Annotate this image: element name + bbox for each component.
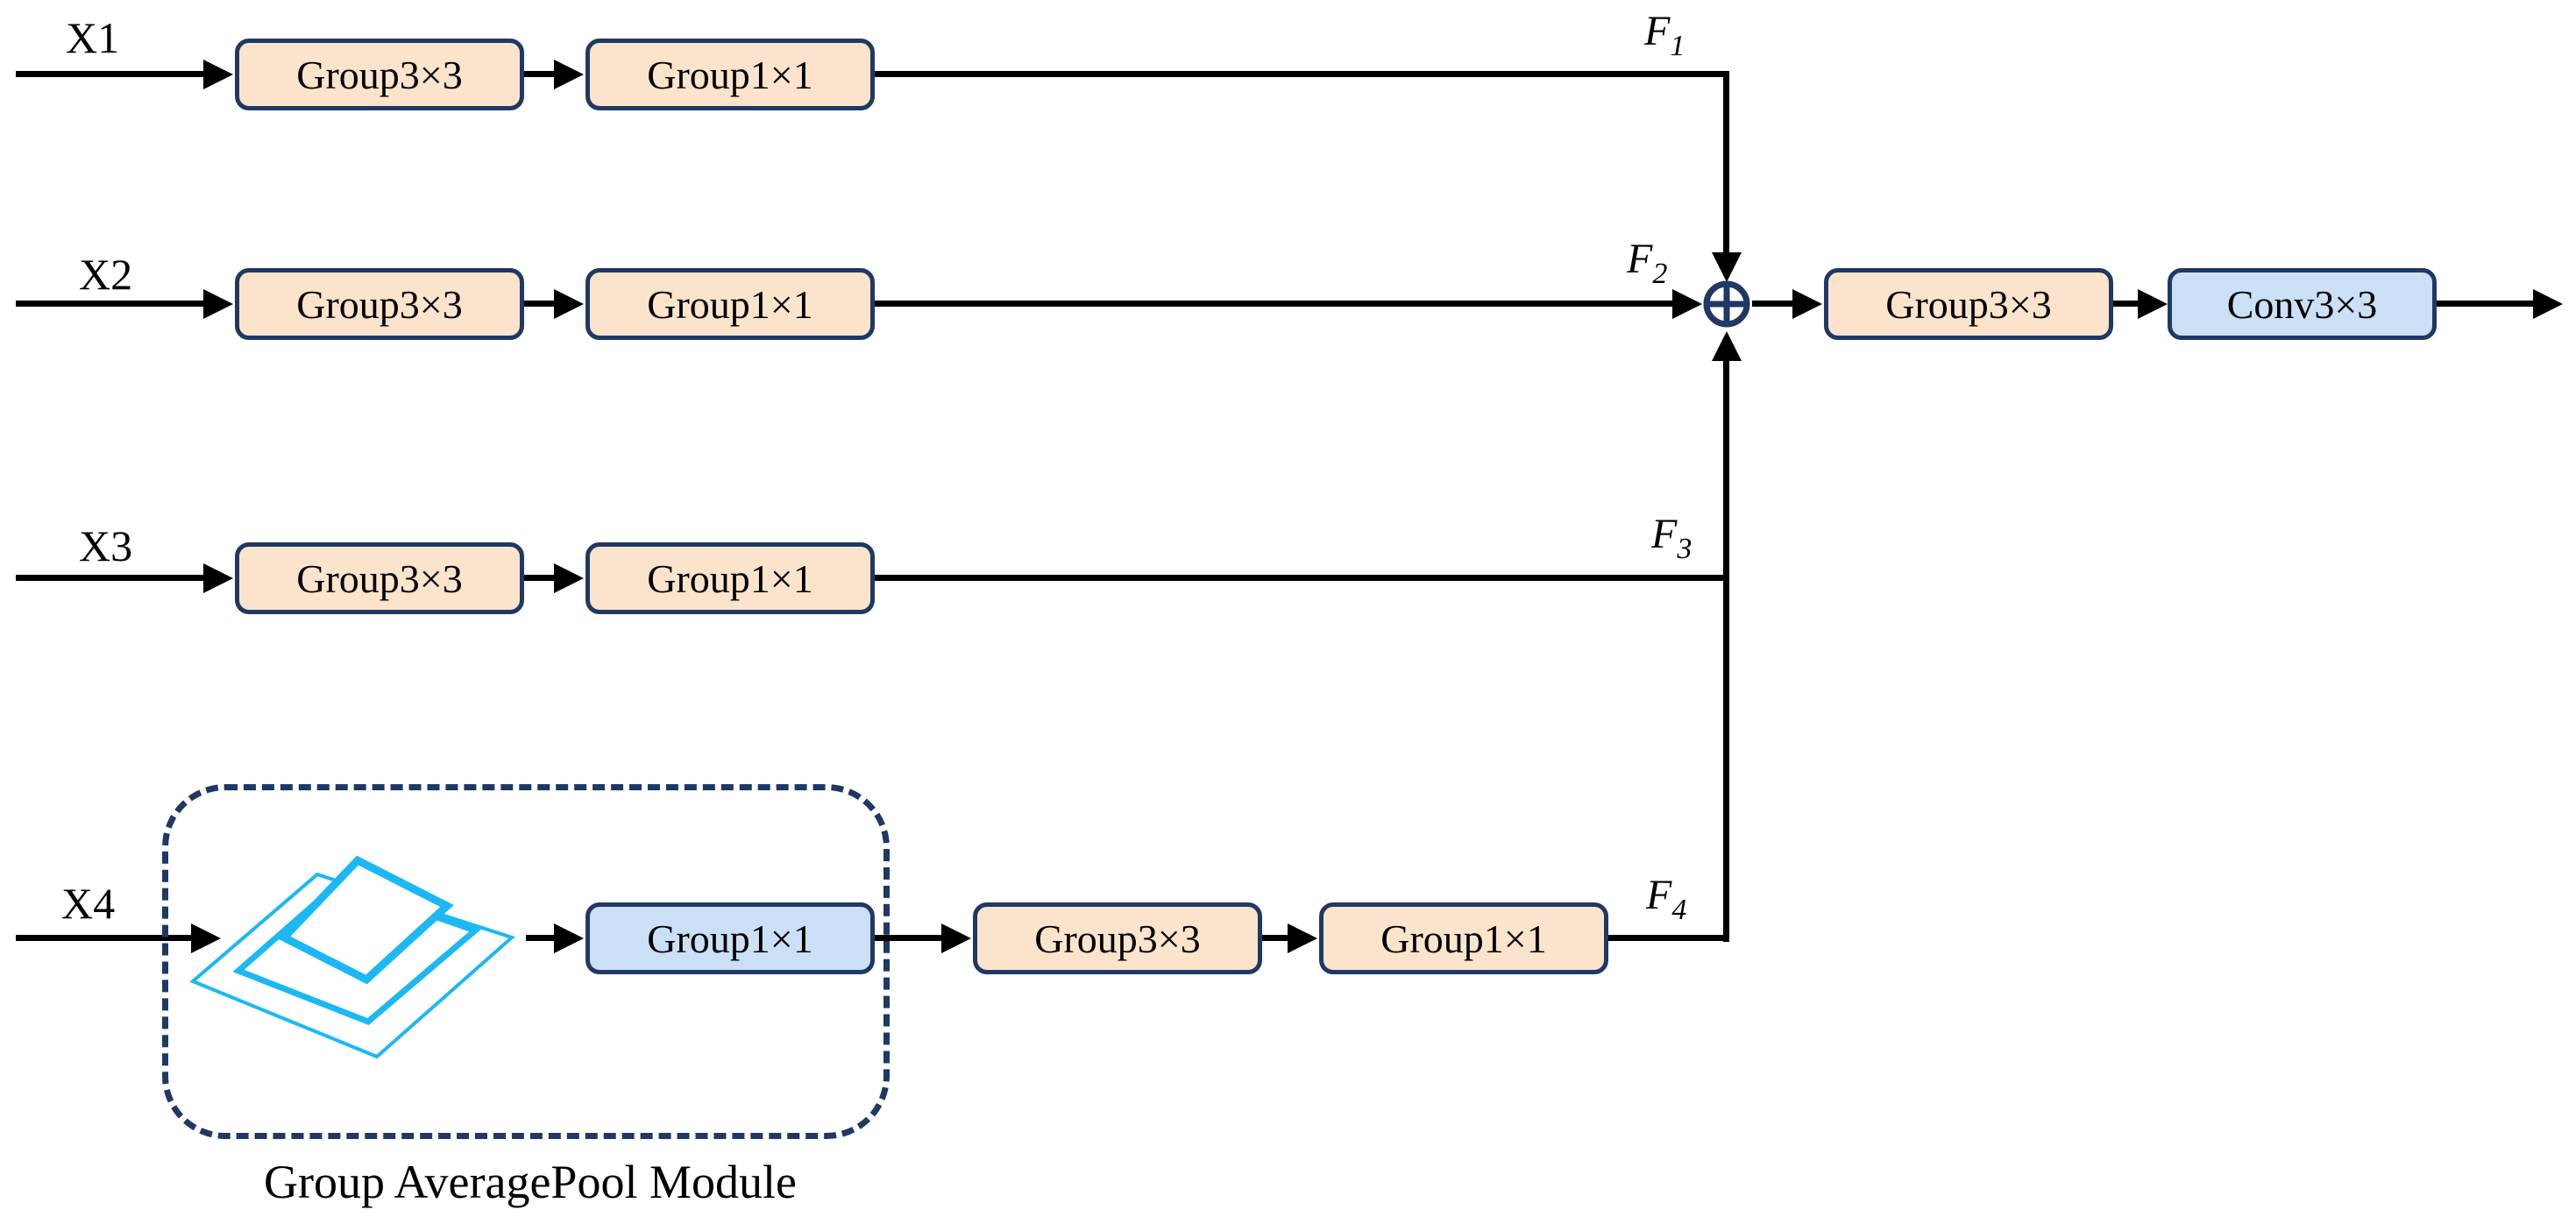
connector-f34-up-line xyxy=(1723,361,1729,942)
arrowhead-x4-icon xyxy=(191,923,221,953)
input-label-x4: X4 xyxy=(61,879,116,928)
arrowhead-x1-icon xyxy=(203,60,233,89)
block-head-conv3x3: Conv3×3 xyxy=(2168,268,2437,340)
block-row1-group3x3: Group3×3 xyxy=(235,39,524,110)
feature-label-f3: F3 xyxy=(1651,511,1692,565)
arrowhead-f1-merge-icon xyxy=(1712,252,1742,282)
arrowhead-row3-icon xyxy=(554,563,584,593)
connector-f1-line xyxy=(875,71,1729,77)
feature-label-f2: F2 xyxy=(1627,236,1668,290)
arrowhead-pool-icon xyxy=(554,923,584,953)
connector-x3-line xyxy=(16,575,203,581)
arrowhead-head-icon xyxy=(2138,289,2168,319)
connector-f3-line xyxy=(875,575,1729,581)
connector-row4b-line xyxy=(1262,935,1288,941)
arrowhead-x3-icon xyxy=(203,563,233,593)
connector-f4-line xyxy=(1608,935,1729,941)
arrowhead-output-icon xyxy=(2533,289,2563,319)
connector-pool-line xyxy=(526,935,554,941)
block-row2-group1x1: Group1×1 xyxy=(585,268,875,340)
block-row4-group1x1-blue: Group1×1 xyxy=(585,902,875,974)
pyramid-pool-icon xyxy=(189,855,515,1058)
arrowhead-row4b-icon xyxy=(1288,923,1317,953)
connector-x2-line xyxy=(16,301,203,307)
block-row3-group1x1: Group1×1 xyxy=(585,542,875,614)
pool-module-caption: Group AveragePool Module xyxy=(264,1156,797,1208)
arrowhead-merge-out-icon xyxy=(1792,289,1822,319)
connector-f2-line xyxy=(875,301,1672,307)
block-row2-group3x3: Group3×3 xyxy=(235,268,524,340)
connector-row4a-line xyxy=(875,935,941,941)
connector-x4-line xyxy=(16,935,191,941)
block-row4-group3x3: Group3×3 xyxy=(973,902,1262,974)
connector-row3-line xyxy=(524,575,554,581)
arrowhead-f2-merge-icon xyxy=(1672,289,1702,319)
connector-merge-out-line xyxy=(1752,301,1792,307)
arrowhead-row1-icon xyxy=(554,60,584,89)
feature-label-f1: F1 xyxy=(1644,8,1685,62)
input-label-x2: X2 xyxy=(79,250,133,299)
feature-label-f4: F4 xyxy=(1646,872,1687,926)
circled-plus-merge-icon xyxy=(1703,280,1750,328)
arrowhead-f34-merge-icon xyxy=(1712,331,1742,361)
block-row4-group1x1: Group1×1 xyxy=(1319,902,1608,974)
arrowhead-row2-icon xyxy=(554,289,584,319)
group-average-pool-module-box xyxy=(162,784,890,1139)
arrowhead-row4a-icon xyxy=(941,923,971,953)
connector-row2-line xyxy=(524,301,554,307)
block-row1-group1x1: Group1×1 xyxy=(585,39,875,110)
block-head-group3x3: Group3×3 xyxy=(1824,268,2113,340)
connector-x1-line xyxy=(16,71,203,77)
connector-f1-down-line xyxy=(1723,71,1729,252)
block-row3-group3x3: Group3×3 xyxy=(235,542,524,614)
arrowhead-x2-icon xyxy=(203,289,233,319)
input-label-x1: X1 xyxy=(66,13,120,62)
input-label-x3: X3 xyxy=(79,521,133,570)
connector-head-line xyxy=(2113,301,2138,307)
connector-row1-line xyxy=(524,71,554,77)
connector-output-line xyxy=(2437,301,2533,307)
